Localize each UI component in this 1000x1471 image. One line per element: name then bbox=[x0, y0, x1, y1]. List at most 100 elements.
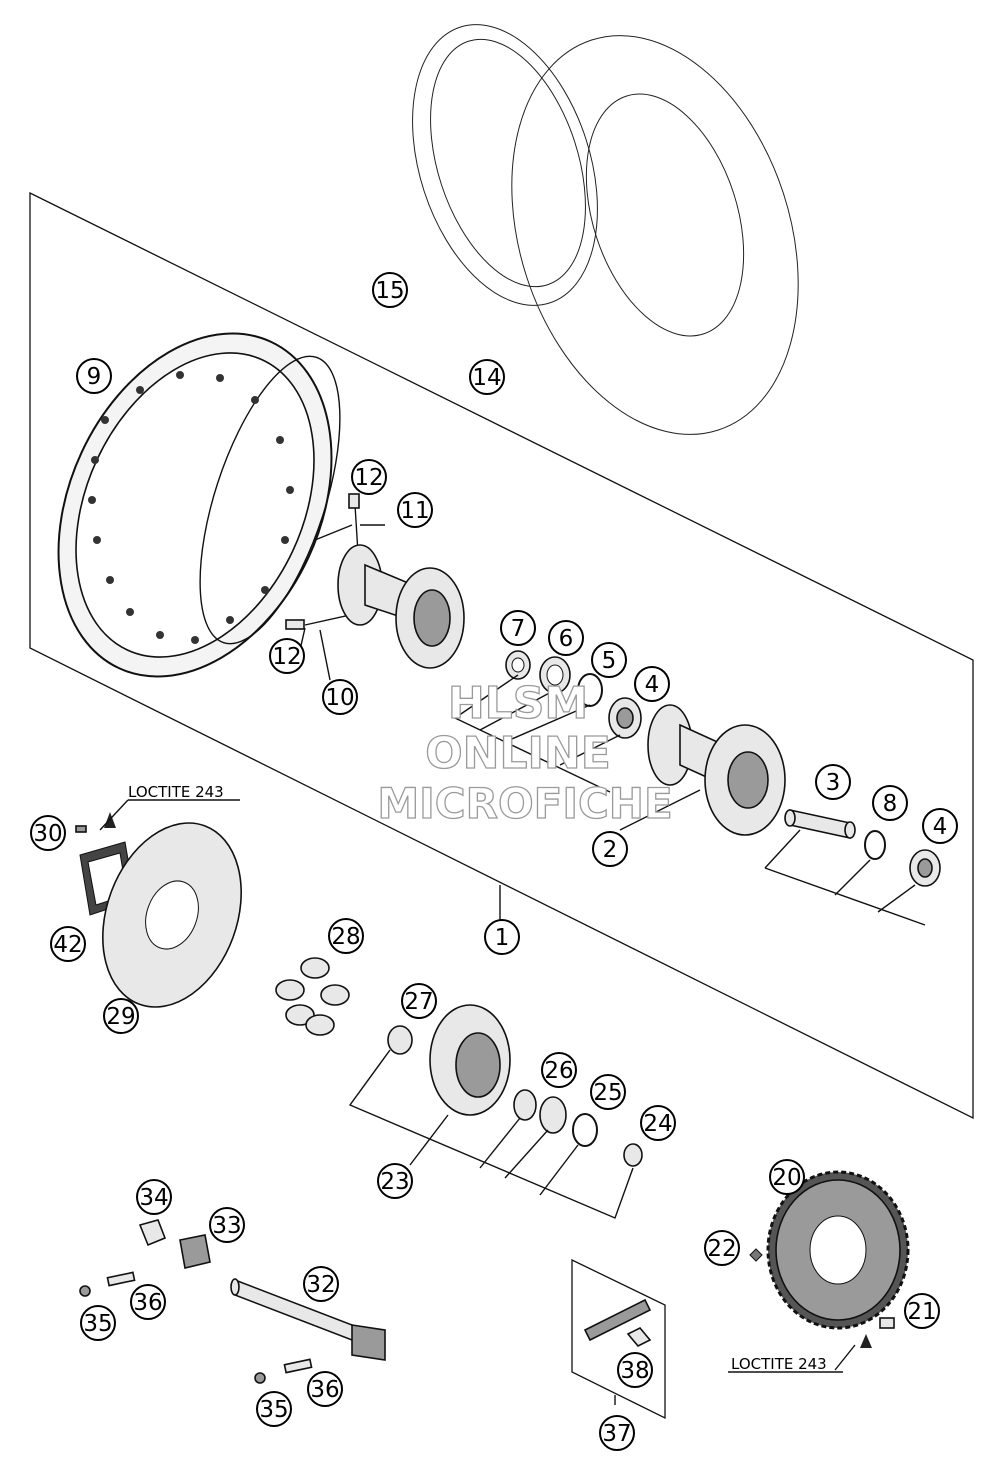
callout-number: 23 bbox=[380, 1169, 409, 1195]
callout-circle bbox=[599, 1415, 635, 1451]
callout-6: 6 bbox=[548, 620, 584, 656]
hub-assembled bbox=[337, 544, 465, 669]
callout-15: 15 bbox=[372, 272, 408, 308]
callout-number: 11 bbox=[400, 498, 429, 524]
callout-number: 25 bbox=[593, 1080, 622, 1106]
callout-circle bbox=[484, 919, 520, 955]
callout-circle bbox=[322, 679, 358, 715]
callout-30: 30 bbox=[30, 815, 66, 851]
callout-35: 35 bbox=[80, 1305, 116, 1341]
callout-circle bbox=[103, 998, 139, 1034]
bearing-row-top bbox=[505, 650, 642, 739]
callout-circle bbox=[500, 610, 536, 646]
callout-35: 35 bbox=[256, 1391, 292, 1427]
callout-circle bbox=[269, 638, 305, 674]
callout-3: 3 bbox=[815, 764, 851, 800]
callout-circle bbox=[328, 918, 364, 954]
callout-circle bbox=[307, 1371, 343, 1407]
callout-circle bbox=[80, 1305, 116, 1341]
callout-circle bbox=[351, 459, 387, 495]
callout-circle bbox=[397, 492, 433, 528]
callout-circle bbox=[548, 620, 584, 656]
callout-number: 32 bbox=[306, 1272, 335, 1298]
cush-drive-rubbers bbox=[275, 957, 350, 1036]
brake-disc-group bbox=[75, 799, 242, 1008]
loctite-label-top: LOCTITE 243 bbox=[128, 783, 224, 801]
callout-26: 26 bbox=[541, 1052, 577, 1088]
callout-number: 1 bbox=[495, 925, 510, 951]
callout-number: 34 bbox=[139, 1185, 168, 1211]
callout-circle bbox=[136, 1179, 172, 1215]
tire bbox=[412, 24, 799, 435]
chain-group bbox=[571, 1258, 666, 1420]
callout-circle bbox=[634, 666, 670, 702]
callout-number: 22 bbox=[707, 1236, 736, 1262]
callout-number: 10 bbox=[325, 685, 354, 711]
callout-21: 21 bbox=[904, 1293, 940, 1329]
hub-2 bbox=[647, 704, 786, 836]
axle-group bbox=[79, 1219, 386, 1384]
callout-4: 4 bbox=[922, 808, 958, 844]
callout-22: 22 bbox=[704, 1230, 740, 1266]
callout-number: 38 bbox=[620, 1358, 649, 1384]
callout-number: 6 bbox=[559, 626, 574, 652]
callout-circle bbox=[590, 1074, 626, 1110]
callout-36: 36 bbox=[130, 1284, 166, 1320]
callout-number: 14 bbox=[472, 365, 501, 391]
callout-number: 29 bbox=[106, 1004, 135, 1030]
callout-7: 7 bbox=[500, 610, 536, 646]
callout-number: 26 bbox=[544, 1058, 573, 1084]
callout-number: 4 bbox=[933, 814, 948, 840]
callout-number: 12 bbox=[354, 465, 383, 491]
callout-circle bbox=[904, 1293, 940, 1329]
callout-circle bbox=[769, 1159, 805, 1195]
callout-25: 25 bbox=[590, 1074, 626, 1110]
callout-38: 38 bbox=[617, 1352, 653, 1388]
callout-circle bbox=[401, 983, 437, 1019]
callout-number: 30 bbox=[33, 821, 62, 847]
callout-number: 33 bbox=[212, 1213, 241, 1239]
callout-5: 5 bbox=[591, 642, 627, 678]
callout-number: 2 bbox=[603, 837, 618, 863]
callout-circle bbox=[469, 359, 505, 395]
callout-1: 1 bbox=[484, 919, 520, 955]
callout-circle bbox=[640, 1105, 676, 1141]
rear-sprocket bbox=[728, 1170, 910, 1373]
callout-32: 32 bbox=[303, 1266, 339, 1302]
callout-number: 5 bbox=[602, 648, 617, 674]
callout-12: 12 bbox=[269, 638, 305, 674]
callout-circle bbox=[372, 272, 408, 308]
callout-20: 20 bbox=[769, 1159, 805, 1195]
watermark-line2: ONLINE bbox=[425, 728, 611, 779]
callout-number: 4 bbox=[645, 672, 660, 698]
callout-37: 37 bbox=[599, 1415, 635, 1451]
callout-circle bbox=[256, 1391, 292, 1427]
callout-10: 10 bbox=[322, 679, 358, 715]
callout-36: 36 bbox=[307, 1371, 343, 1407]
callout-28: 28 bbox=[328, 918, 364, 954]
watermark-line1: HLSM bbox=[448, 678, 588, 729]
callout-2: 2 bbox=[592, 831, 628, 867]
callout-circle bbox=[592, 831, 628, 867]
callout-circle bbox=[815, 764, 851, 800]
callout-33: 33 bbox=[209, 1207, 245, 1243]
callout-circle bbox=[541, 1052, 577, 1088]
callout-circle bbox=[130, 1284, 166, 1320]
callout-number: 42 bbox=[53, 932, 82, 958]
callout-11: 11 bbox=[397, 492, 433, 528]
callout-circle bbox=[30, 815, 66, 851]
callout-circle bbox=[377, 1163, 413, 1199]
callout-number: 9 bbox=[87, 364, 102, 390]
callout-circle bbox=[617, 1352, 653, 1388]
callout-12: 12 bbox=[351, 459, 387, 495]
callout-9: 9 bbox=[76, 358, 112, 394]
callout-number: 15 bbox=[375, 278, 404, 304]
callout-number: 8 bbox=[883, 791, 898, 817]
callout-circle bbox=[922, 808, 958, 844]
callout-circle bbox=[50, 926, 86, 962]
callout-number: 12 bbox=[272, 644, 301, 670]
spacer-and-bearing bbox=[784, 809, 941, 887]
callout-42: 42 bbox=[50, 926, 86, 962]
